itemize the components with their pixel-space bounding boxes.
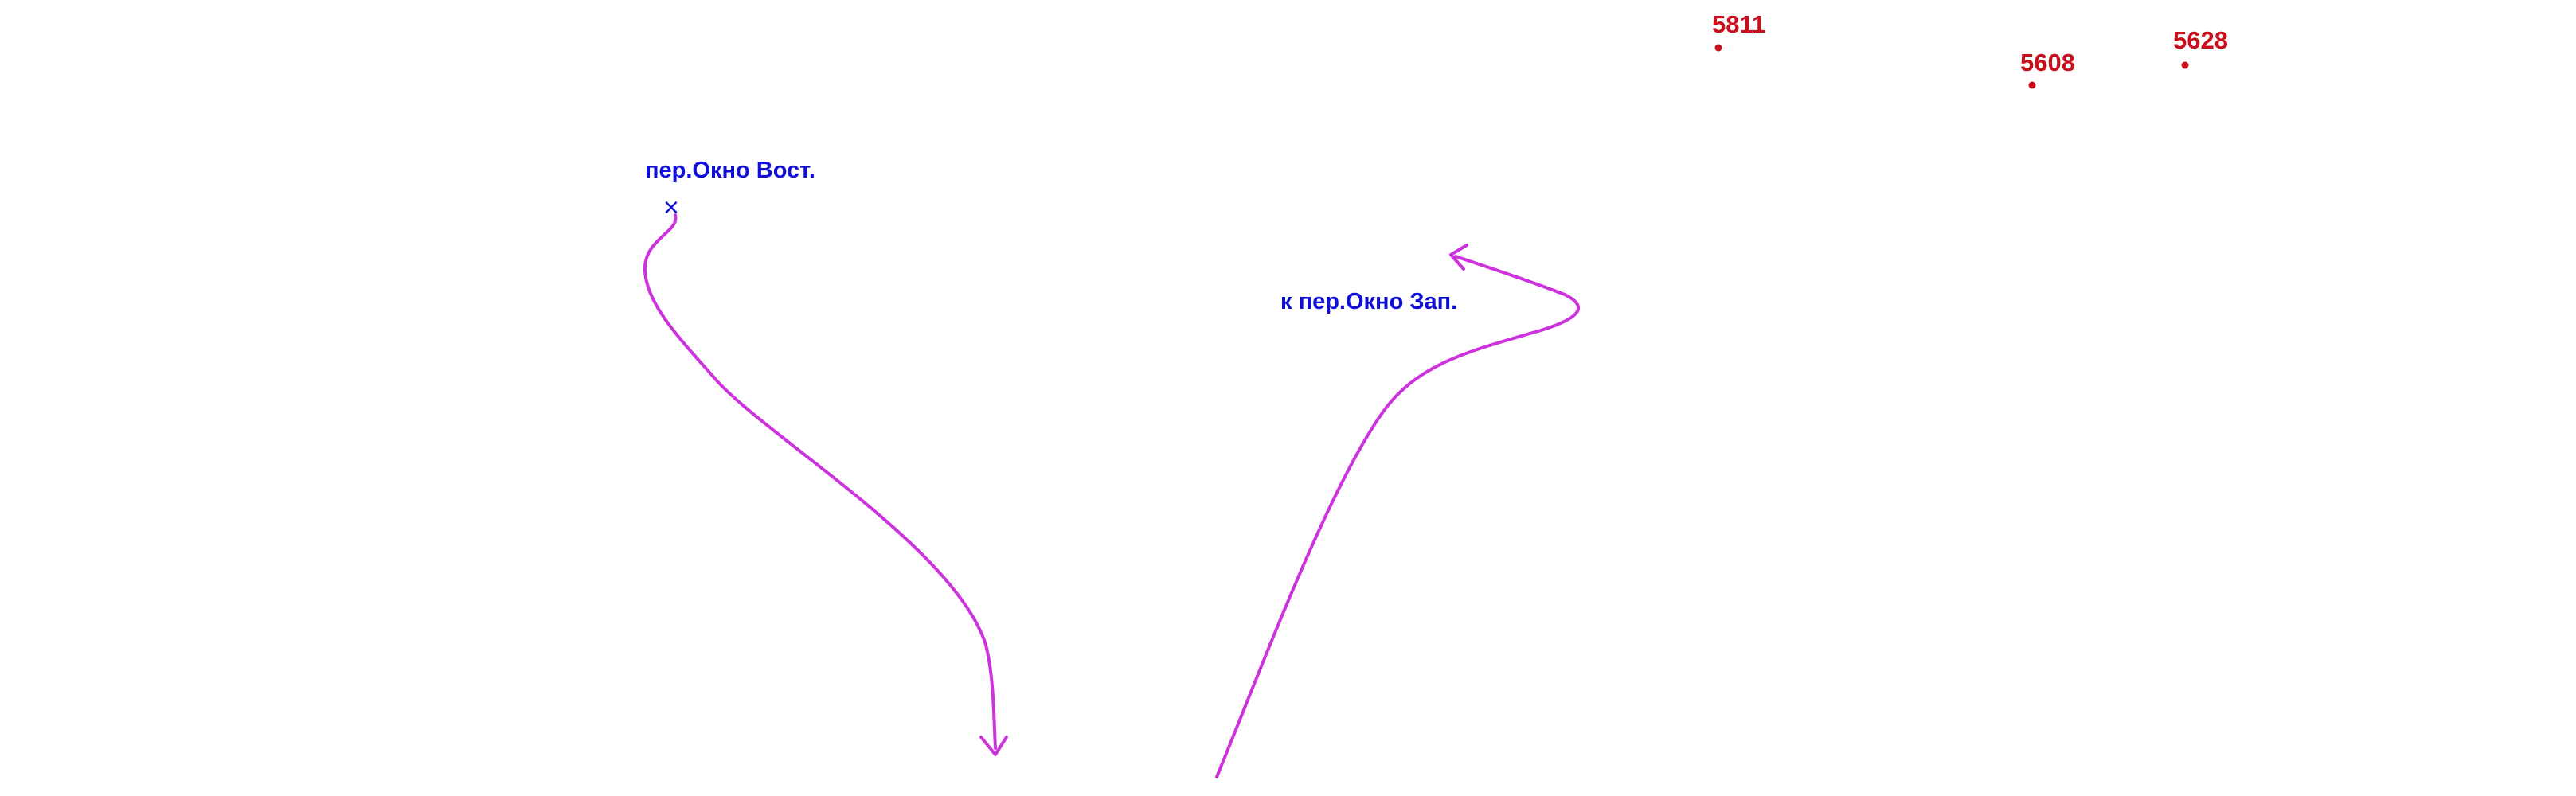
peak-5608-label[interactable]: 5608 bbox=[2020, 49, 2075, 76]
peak-5608-dot bbox=[2028, 81, 2036, 89]
peak-5628-label[interactable]: 5628 bbox=[2173, 26, 2228, 54]
pass-west-label[interactable]: к пер.Окно Зап. bbox=[1280, 289, 1458, 314]
pass-east-label[interactable]: пер.Окно Вост. bbox=[645, 158, 815, 183]
route-ascent-arrowhead bbox=[1449, 244, 1468, 271]
route-descent-arrowhead bbox=[979, 736, 1008, 756]
peak-5811-dot bbox=[1714, 44, 1722, 52]
pass-east-marker-icon: × bbox=[663, 193, 679, 223]
peak-5628-dot bbox=[2181, 61, 2189, 69]
peak-5811-label[interactable]: 5811 bbox=[1712, 10, 1766, 38]
route-ascent-path bbox=[1215, 255, 1581, 778]
route-descent-path bbox=[643, 213, 997, 750]
